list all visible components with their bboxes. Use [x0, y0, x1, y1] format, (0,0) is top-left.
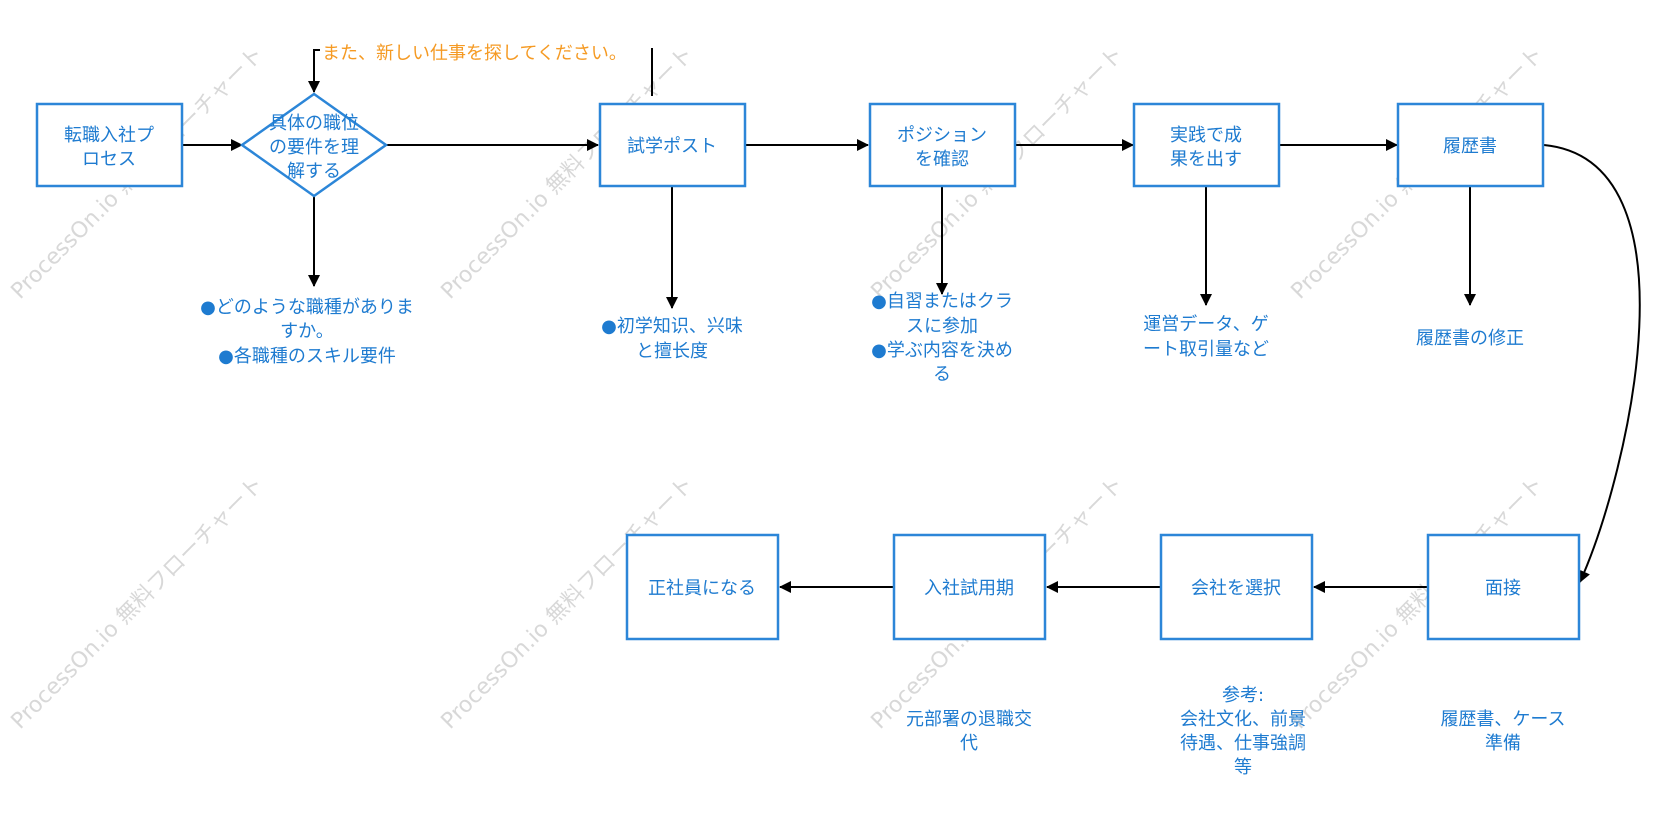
label-decision-2: の要件を理: [269, 137, 359, 158]
note-job-types-3: ●各職種のスキル要件: [218, 346, 396, 367]
note-reference-4: 等: [1234, 757, 1252, 778]
edge-label-new-job: また、新しい仕事を探してください。: [322, 43, 627, 64]
note-self-study-1: ●自習またはクラ: [871, 291, 1013, 312]
label-regular-employee: 正社員になる: [648, 578, 756, 599]
note-self-study-4: る: [933, 364, 951, 385]
node-start[interactable]: [35, 102, 184, 188]
node-decision[interactable]: [239, 92, 389, 198]
edge-new-job-into-decision: [308, 49, 320, 93]
note-operations-1: 運営データ、ゲ: [1143, 314, 1268, 335]
label-results-1: 実践で成: [1170, 125, 1242, 146]
note-handover-1: 元部署の退職交: [906, 709, 1032, 730]
note-reference-1: 参考:: [1222, 685, 1264, 706]
label-decision-1: 具体の職位: [269, 113, 359, 134]
label-resume: 履歴書: [1443, 136, 1497, 157]
note-interests-1: ●初学知识、兴味: [601, 316, 743, 337]
node-confirm-position[interactable]: [868, 102, 1017, 188]
label-confirm-2: を確認: [915, 149, 969, 170]
label-start-2: ロセス: [82, 149, 136, 170]
note-self-study-3: ●学ぶ内容を決め: [871, 340, 1013, 361]
label-confirm-1: ポジション: [897, 125, 987, 146]
edge-resume-to-interview: [1543, 144, 1641, 583]
label-probation: 入社試用期: [924, 578, 1014, 599]
note-resume-fix: 履歴書の修正: [1416, 328, 1524, 349]
note-handover-2: 代: [960, 733, 978, 754]
note-prep-1: 履歴書、ケース: [1440, 709, 1565, 730]
note-job-types-2: すか。: [280, 321, 334, 342]
node-probation[interactable]: [892, 533, 1047, 641]
note-reference-3: 待遇、仕事強調: [1180, 733, 1306, 754]
note-self-study-2: スに参加: [906, 316, 978, 337]
node-regular-employee[interactable]: [625, 533, 780, 641]
watermark-text: ProcessOn.io 無料フローチャート: [7, 472, 269, 734]
label-interview: 面接: [1485, 578, 1521, 599]
node-trial-post[interactable]: [598, 102, 747, 188]
node-interview[interactable]: [1426, 533, 1581, 641]
note-interests-2: と擅长度: [636, 341, 708, 362]
node-select-company[interactable]: [1159, 533, 1314, 641]
note-prep-2: 準備: [1485, 733, 1521, 754]
note-operations-2: ート取引量など: [1143, 339, 1269, 360]
node-resume[interactable]: [1396, 102, 1545, 188]
label-trial-post: 試学ポスト: [627, 136, 717, 157]
note-job-types-1: ●どのような職種がありま: [200, 297, 414, 318]
label-select-company: 会社を選択: [1191, 578, 1281, 599]
label-decision-3: 解する: [287, 161, 341, 182]
edges-layer: [182, 48, 1641, 593]
note-reference-2: 会社文化、前景: [1180, 709, 1306, 730]
node-results[interactable]: [1132, 102, 1281, 188]
label-start-1: 転職入社プ: [64, 125, 154, 146]
label-results-2: 果を出す: [1170, 149, 1242, 170]
